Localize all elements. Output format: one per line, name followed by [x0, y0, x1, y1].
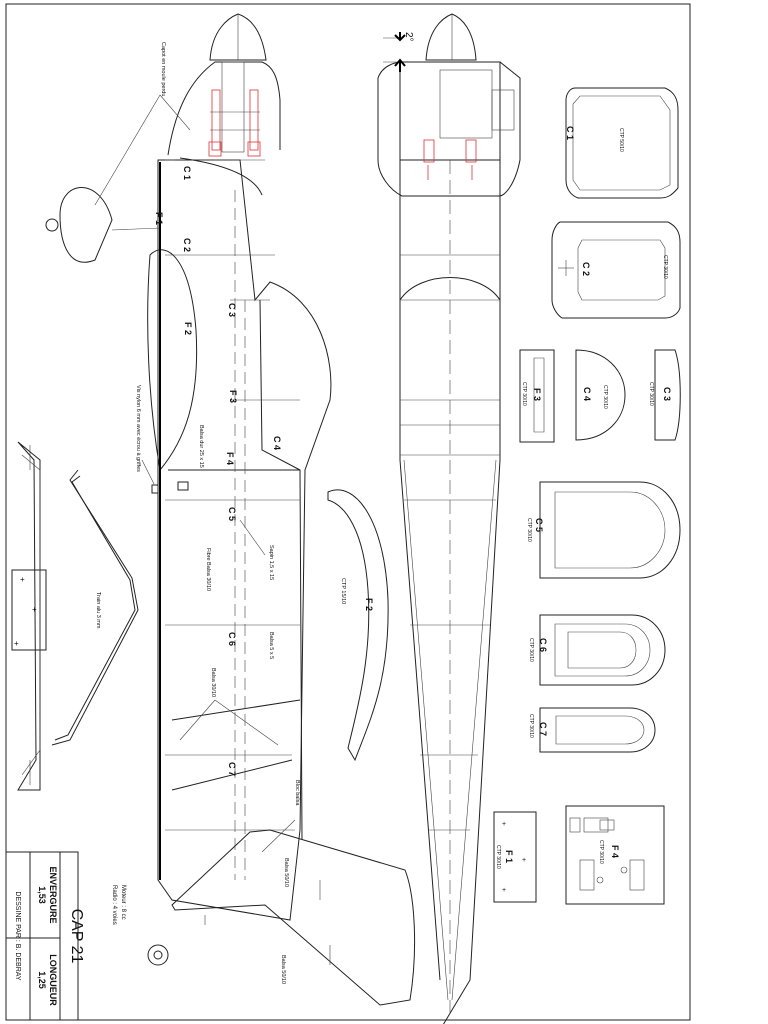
bloc-text: Bloc balsa	[294, 780, 300, 806]
longueur-value: 1,25	[37, 971, 47, 989]
envergure-label: ENVERGURE	[48, 866, 58, 923]
radio-text: Radio : 4 voies	[111, 885, 117, 925]
part-f4: F 4 CTP 30/10	[565, 805, 665, 905]
c6-part-label: C 6	[538, 638, 548, 652]
envergure-value: 1,53	[37, 886, 47, 904]
c6-part-mat: CTP 30/10	[528, 638, 534, 662]
c2-label: C 2	[182, 238, 192, 252]
c4-label: C 4	[272, 436, 282, 450]
part-c7: C 7 CTP 30/10	[528, 707, 656, 753]
f2-label: F 2	[183, 322, 193, 335]
part-f3: F 3 CTP 30/10	[519, 349, 555, 443]
sheet-border	[5, 3, 691, 1021]
f4-label: F 4	[225, 452, 235, 465]
title-block: CAP 21 ENVERGURE 1,53 LONGUEUR 1,25 DESS…	[5, 851, 85, 1021]
part-f1: F 1 CTP 30/10 + + +	[493, 811, 537, 903]
f2-part-drawing: F 2 CTP 15/10	[327, 489, 389, 762]
c1-part-label: C 1	[565, 126, 575, 140]
c4-part-mat: CTP 30/10	[602, 385, 608, 409]
f1-part-label: F 1	[504, 850, 514, 863]
balsa-tail1-text: Balsa 50/10	[283, 858, 289, 887]
c5-label: C 5	[227, 507, 237, 521]
balsa55-text: Balsa 5 x 5	[268, 632, 274, 659]
part-c6: C 6 CTP 30/10	[528, 614, 666, 686]
fibre-text: Fibre Balsa 30/10	[205, 548, 211, 591]
f3-part-mat: CTP 30/10	[521, 382, 527, 406]
f2-part-mat: CTP 15/10	[340, 578, 346, 604]
f3-label: F 3	[228, 390, 238, 403]
part-c5: C 5 CTP 30/10	[526, 481, 681, 579]
c5-part-mat: CTP 30/10	[526, 518, 532, 542]
f1-part-mat: CTP 30/10	[495, 845, 501, 869]
svg-text:+: +	[14, 639, 19, 648]
top-view-fuselage: 2°	[377, 13, 521, 1024]
part-c1: C 1 CTP 50/10	[565, 87, 679, 199]
f2-part-label: F 2	[364, 598, 374, 611]
designer-text: DESSINE PAR : B. DEBRAY	[14, 891, 21, 981]
balsa25-text: Balsa dur 25 x 15	[198, 425, 204, 468]
f4-part-label: F 4	[610, 845, 620, 858]
part-c4: C 4 CTP 30/10	[575, 349, 626, 441]
svg-text:+: +	[502, 821, 506, 828]
train-text: Train alu 3 mm	[95, 592, 101, 629]
part-c2: C 2 CTP 30/10	[551, 221, 681, 319]
c7-part-mat: CTP 30/10	[528, 714, 534, 738]
c2-part-label: C 2	[581, 262, 591, 276]
c3-part-label: C 3	[662, 387, 672, 401]
longueur-label: LONGUEUR	[48, 954, 58, 1006]
c7-label: C 7	[227, 762, 237, 776]
c2-part-mat: CTP 30/10	[662, 255, 668, 279]
c1-part-mat: CTP 50/10	[618, 128, 624, 152]
c4-part-label: C 4	[582, 387, 592, 401]
f4-part-mat: CTP 30/10	[598, 840, 604, 864]
f3-part-label: F 3	[532, 388, 542, 401]
former-parts: C 1 CTP 50/10 C 2 CTP 30/10 F 3 CTP 30/1…	[493, 87, 681, 905]
capot-text: Capot en moule perdu	[160, 42, 166, 96]
balsa3010-text: Balsa 30/10	[210, 668, 216, 697]
c7-part-label: C 7	[538, 722, 548, 736]
part-c3: C 3 CTP 30/10	[648, 349, 681, 441]
balsa-tail2-text: Balsa 50/10	[280, 955, 286, 984]
c3-label: C 3	[227, 303, 237, 317]
c6-label: C 6	[227, 632, 237, 646]
svg-text:+: +	[20, 575, 25, 584]
sapin-text: Sapin 1,5 x 15	[268, 545, 274, 580]
c3-part-mat: CTP 30/10	[648, 382, 654, 406]
f1-label: F 1	[154, 212, 164, 225]
title-text: CAP 21	[68, 909, 85, 964]
c5-part-label: C 5	[534, 518, 544, 532]
moteur-text: Moteur : 8 cc	[120, 885, 126, 920]
c1-label: C 1	[182, 166, 192, 180]
landing-gear-drawing: + + + Train alu 3 mm	[11, 441, 139, 791]
svg-text:+: +	[522, 857, 526, 864]
side-view-fuselage	[45, 13, 416, 1006]
side-view-labels: Capot en moule perdu C 1 F 1 C 2 C 3 F 2…	[94, 42, 300, 984]
svg-text:+: +	[32, 605, 37, 614]
vis-text: Vis nylon 6 mm avec écrou à griffes	[135, 385, 141, 472]
svg-text:+: +	[502, 887, 506, 894]
angle-text: 2°	[403, 32, 414, 42]
